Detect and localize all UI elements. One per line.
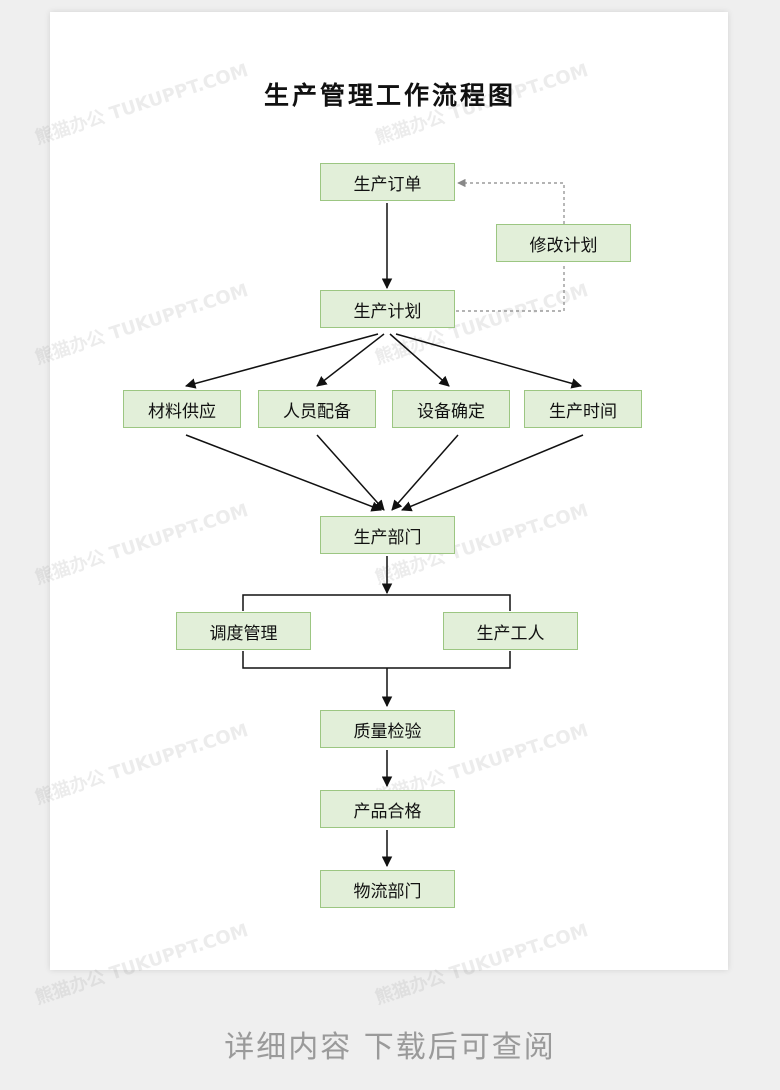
node-production-order: 生产订单: [320, 163, 455, 201]
arrow-schedule-to-dept: [401, 434, 584, 512]
page-title: 生产管理工作流程图: [263, 81, 516, 110]
node-production-dept: 生产部门: [320, 516, 455, 554]
dashed-revise-to-order: [457, 178, 565, 224]
download-hint: 详细内容 下载后可查阅: [224, 1030, 556, 1065]
dashed-plan-to-revise: [456, 264, 565, 312]
arrow-staffing-to-dept: [316, 434, 385, 511]
node-quality: 质量检验: [320, 710, 455, 748]
node-materials: 材料供应: [123, 390, 241, 428]
node-equipment: 设备确定: [392, 390, 510, 428]
arrow-equipment-to-dept: [391, 434, 459, 511]
arrow-plan-to-equipment: [389, 333, 450, 387]
node-logistics: 物流部门: [320, 870, 455, 908]
arrow-plan-to-staffing: [316, 333, 385, 387]
node-staffing: 人员配备: [258, 390, 376, 428]
node-workers: 生产工人: [443, 612, 578, 650]
node-revise-plan: 修改计划: [496, 224, 631, 262]
node-schedule: 生产时间: [524, 390, 642, 428]
arrow-plan-to-materials: [184, 333, 379, 389]
arrow-materials-to-dept: [185, 434, 382, 512]
node-production-plan: 生产计划: [320, 290, 455, 328]
arrow-plan-to-schedule: [395, 333, 583, 389]
node-qualified: 产品合格: [320, 790, 455, 828]
branch-bottom-line: [242, 651, 511, 669]
node-dispatch: 调度管理: [176, 612, 311, 650]
branch-top-line: [242, 594, 511, 611]
